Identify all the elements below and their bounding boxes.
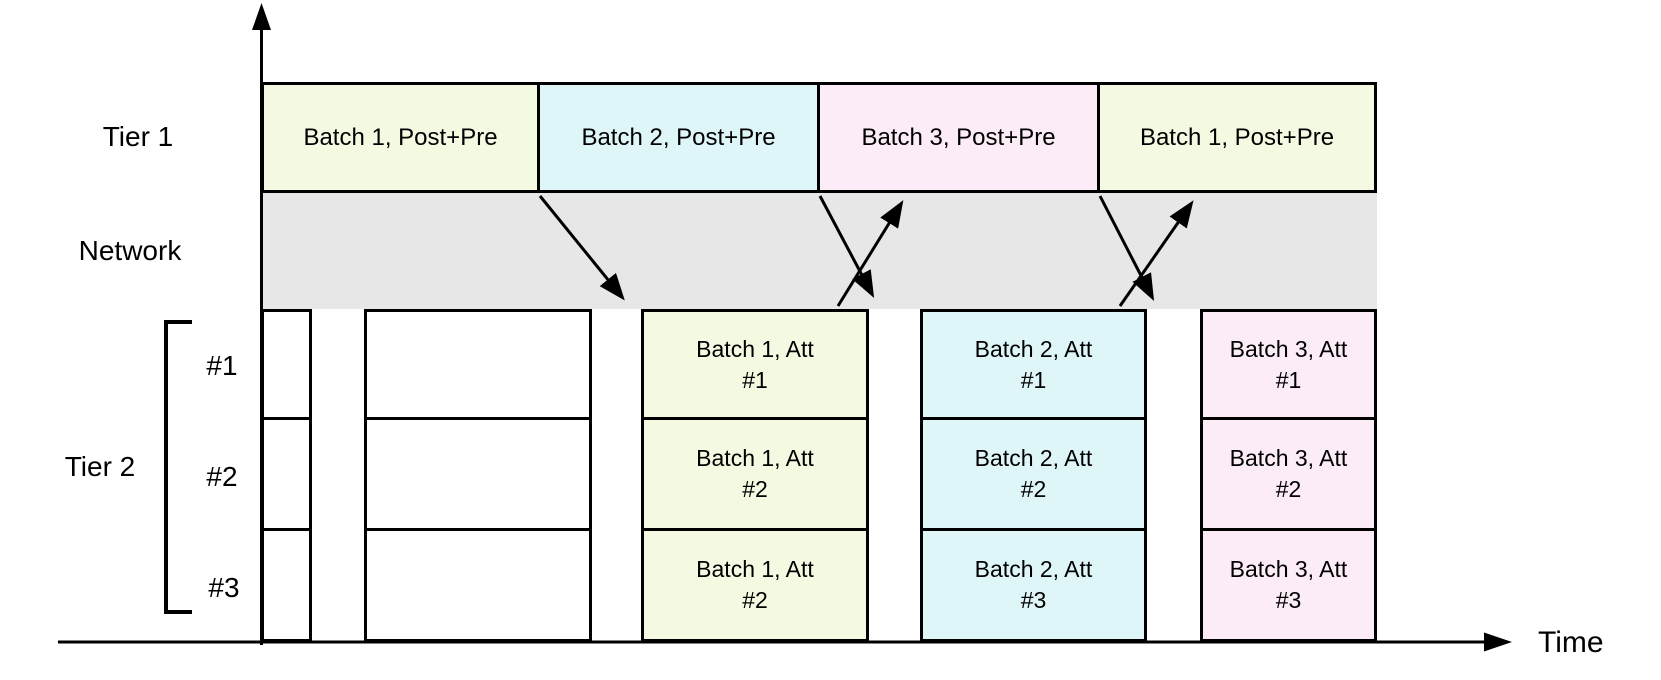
time-axis-label: Time <box>1538 626 1604 659</box>
tier1-row-label: Tier 1 <box>102 121 174 152</box>
cell-line1: Batch 1, Att <box>696 335 814 362</box>
cell-line1: Batch 2, Att <box>974 445 1093 471</box>
tier2-column-batch2-att: Batch 2, Att #1 Batch 2, Att #2 Batch 2,… <box>920 309 1147 642</box>
cell-line2: #2 <box>742 476 768 502</box>
tier2-cell-batch1-w1: Batch 1, Att #1 <box>641 309 869 420</box>
tier2-row-label: Tier 2 <box>64 451 136 482</box>
tier2-cell-batch2-w2: Batch 2, Att #2 <box>920 417 1147 531</box>
tier1-timeline: Batch 1, Post+Pre Batch 2, Post+Pre Batc… <box>261 82 1377 193</box>
tier1-box-label: Batch 1, Post+Pre <box>1139 123 1335 151</box>
tier2-empty-column-wide <box>364 309 592 642</box>
tier2-cell-batch3-w3: Batch 3, Att #3 <box>1200 528 1377 642</box>
tier2-empty-cell <box>364 417 592 531</box>
tier1-box-batch2-postpre: Batch 2, Post+Pre <box>537 82 820 193</box>
tier2-empty-cell <box>364 309 592 420</box>
tier2-cell-batch3-w2: Batch 3, Att #2 <box>1200 417 1377 531</box>
tier2-worker-label-1: #1 <box>206 350 238 381</box>
y-axis-arrowhead-icon <box>252 3 271 30</box>
tier2-empty-cell <box>261 417 312 531</box>
cell-line2: #1 <box>1020 366 1047 393</box>
tier2-empty-cell <box>261 528 312 642</box>
tier2-cell-batch2-w3: Batch 2, Att #3 <box>920 528 1147 642</box>
network-band <box>261 193 1377 309</box>
tier1-box-label: Batch 2, Post+Pre <box>581 123 776 151</box>
cell-line1: Batch 1, Att <box>696 556 814 582</box>
cell-line1: Batch 2, Att <box>974 556 1093 582</box>
tier1-box-batch1b-postpre: Batch 1, Post+Pre <box>1097 82 1377 193</box>
tier1-box-label: Batch 1, Post+Pre <box>303 123 498 151</box>
cell-line1: Batch 3, Att <box>1229 335 1348 362</box>
tier1-box-batch1-postpre: Batch 1, Post+Pre <box>261 82 540 193</box>
tier2-worker-label-2: #2 <box>206 461 238 492</box>
cell-line1: Batch 3, Att <box>1229 445 1348 471</box>
tier2-column-batch3-att: Batch 3, Att #1 Batch 3, Att #2 Batch 3,… <box>1200 309 1377 642</box>
cell-line2: #1 <box>742 366 768 393</box>
tier1-box-batch3-postpre: Batch 3, Post+Pre <box>817 82 1100 193</box>
cell-line2: #2 <box>1275 476 1302 502</box>
tier2-cell-batch1-w2: Batch 1, Att #2 <box>641 417 869 531</box>
cell-line1: Batch 2, Att <box>974 335 1093 362</box>
tier2-empty-cell <box>261 309 312 420</box>
cell-line2: #3 <box>1275 587 1302 613</box>
tier2-cell-batch1-w3: Batch 1, Att #2 <box>641 528 869 642</box>
tier1-box-label: Batch 3, Post+Pre <box>861 123 1056 151</box>
tier2-cell-batch2-w1: Batch 2, Att #1 <box>920 309 1147 420</box>
cell-line1: Batch 1, Att <box>696 445 814 471</box>
cell-line2: #3 <box>1020 587 1047 613</box>
tier2-cell-batch3-w1: Batch 3, Att #1 <box>1200 309 1377 420</box>
tier2-worker-label-3: #3 <box>208 572 240 603</box>
tier2-empty-cell <box>364 528 592 642</box>
tier2-column-batch1-att: Batch 1, Att #1 Batch 1, Att #2 Batch 1,… <box>641 309 869 642</box>
cell-line2: #1 <box>1275 366 1302 393</box>
network-row-label: Network <box>78 235 182 266</box>
cell-line2: #2 <box>1020 476 1047 502</box>
x-axis-arrowhead-icon <box>1484 632 1512 652</box>
cell-line1: Batch 3, Att <box>1229 556 1348 582</box>
cell-line2: #2 <box>742 587 768 613</box>
tier2-empty-column-narrow <box>261 309 312 642</box>
